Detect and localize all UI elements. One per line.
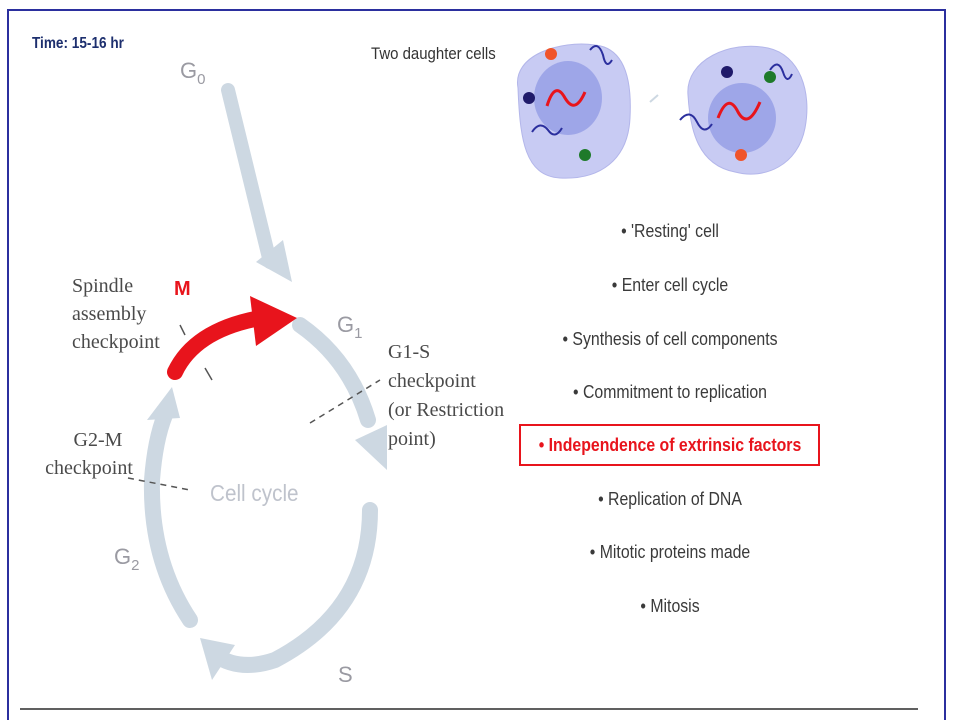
spindle-checkpoint-line xyxy=(179,324,186,336)
highlight-box xyxy=(519,424,820,466)
g2-label: G2 xyxy=(114,544,140,574)
m-phase-arrow xyxy=(167,296,297,380)
cell-cycle-label: Cell cycle xyxy=(210,480,299,506)
g1s-checkpoint-line xyxy=(309,379,381,424)
g1s-checkpoint-label: G1-S checkpoint (or Restriction point) xyxy=(388,341,505,450)
daughter-cell-left xyxy=(517,43,631,179)
g2m-checkpoint-label: G2-M checkpoint xyxy=(45,429,133,479)
slide-frame xyxy=(7,9,946,720)
fact-item: • Replication of DNA xyxy=(598,489,742,509)
g0-entry-arrow xyxy=(221,83,292,282)
m-label: M xyxy=(174,278,191,300)
daughter-cells-label: Two daughter cells xyxy=(371,44,496,63)
g2-arrowhead xyxy=(147,387,180,420)
fact-item: • Commitment to replication xyxy=(573,382,767,402)
s-label: S xyxy=(338,662,353,687)
bottom-rule xyxy=(20,708,918,710)
daughter-cell-right xyxy=(679,45,808,175)
fact-item: • Mitotic proteins made xyxy=(589,542,751,562)
fact-item: • Enter cell cycle xyxy=(611,275,729,295)
fact-item: • 'Resting' cell xyxy=(621,221,719,241)
fact-item: • Mitosis xyxy=(640,596,700,616)
spindle-checkpoint-label: Spindle assembly checkpoint xyxy=(72,275,160,353)
time-label: Time: 15-16 hr xyxy=(32,35,124,52)
g0-label: G0 xyxy=(180,58,206,88)
g1-arrowhead xyxy=(355,425,387,470)
cell-cycle-ring xyxy=(143,317,378,673)
fact-item: • Synthesis of cell components xyxy=(562,329,778,349)
s-arrowhead xyxy=(200,638,235,680)
fact-item-highlighted: • Independence of extrinsic factors xyxy=(538,435,802,455)
g1-label: G1 xyxy=(337,312,363,342)
nucleus xyxy=(534,61,602,135)
